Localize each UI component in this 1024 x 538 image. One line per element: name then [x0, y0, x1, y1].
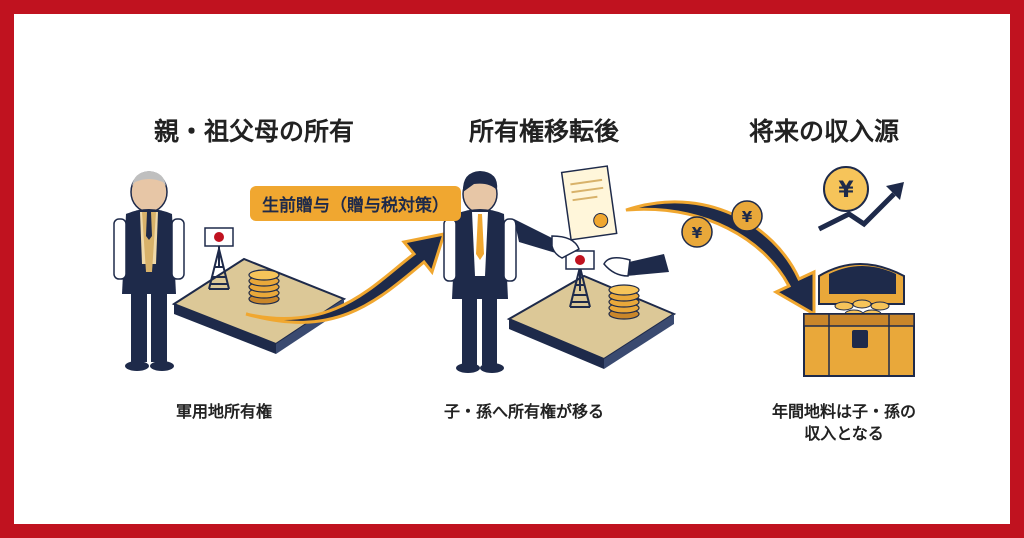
treasure-chest-icon: [803, 263, 915, 377]
step-2-caption: 子・孫へ所有権が移る: [443, 402, 604, 421]
land-plot-1: [171, 227, 347, 354]
elderly-man-icon: [113, 171, 185, 371]
japan-flag-icon: [204, 227, 234, 269]
coin-stack-icon: [248, 269, 280, 305]
step-1-heading: 親・祖父母の所有: [153, 117, 354, 146]
land-plot-2: [506, 250, 677, 369]
transfer-label: 生前贈与（贈与税対策）: [250, 186, 461, 221]
step-1-caption: 軍用地所有権: [175, 402, 272, 421]
certificate-icon: [560, 165, 618, 241]
coin-stack-icon: [608, 284, 640, 320]
yen-coin-icon: ¥: [731, 200, 763, 232]
yen-growth-icon: ¥: [817, 166, 904, 232]
process-diagram: ¥ ¥ ¥: [113, 165, 915, 377]
illustration-frame: ¥ ¥ ¥ 親・祖父母の所有 所有権移転後 将来: [14, 14, 1010, 524]
handshake-icon: [514, 219, 669, 277]
step-3-caption: 年間地料は子・孫の 収入となる: [771, 402, 916, 443]
svg-text:¥: ¥: [692, 224, 703, 242]
yen-coin-icon: ¥: [681, 216, 713, 248]
step-3-heading: 将来の収入源: [748, 117, 899, 146]
svg-text:¥: ¥: [742, 208, 753, 226]
young-man-icon: [443, 171, 517, 373]
step-2-heading: 所有権移転後: [468, 117, 619, 146]
svg-text:¥: ¥: [838, 178, 854, 203]
